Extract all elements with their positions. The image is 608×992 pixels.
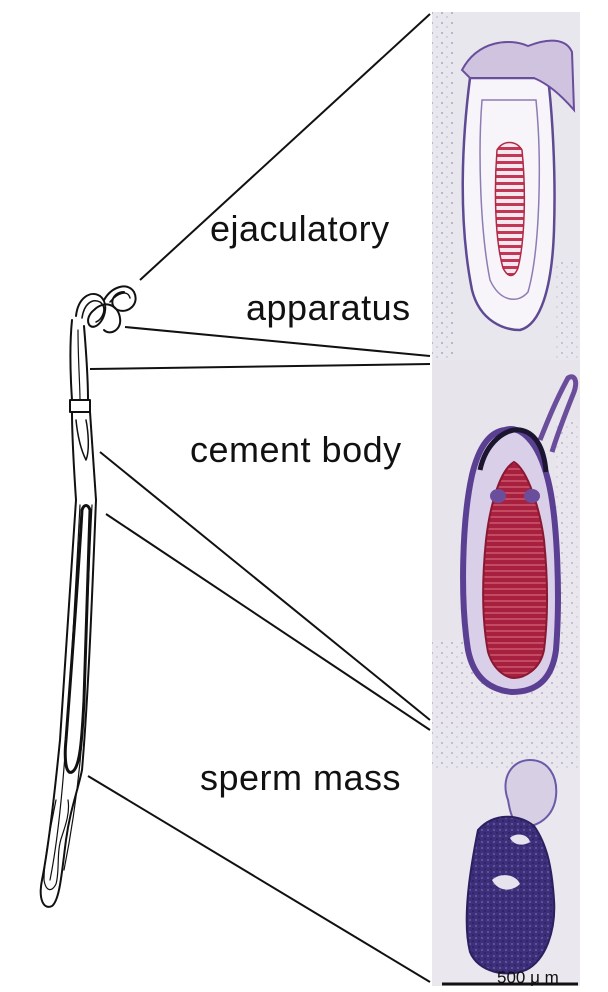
label-ejaculatory: ejaculatory xyxy=(210,208,390,249)
pointer-line-cement-bottom xyxy=(99,451,431,721)
organ-line-drawing xyxy=(39,285,137,908)
label-apparatus: apparatus xyxy=(246,287,411,328)
pointer-line-sperm-top xyxy=(105,513,431,731)
scale-bar-label: 500 μ m xyxy=(497,968,559,987)
label-sperm-mass: sperm mass xyxy=(200,757,402,798)
histology-panel-ejaculatory-apparatus xyxy=(432,12,580,360)
label-cement-body: cement body xyxy=(190,429,402,470)
pointer-line-ejac-top xyxy=(139,13,431,281)
pointer-line-cement-top xyxy=(89,363,431,370)
pointer-line-sperm-bottom xyxy=(87,775,431,983)
pointer-line-ejac-bottom xyxy=(124,326,431,357)
histology-panel-cement-body xyxy=(432,360,580,728)
histology-panel-sperm-mass xyxy=(432,728,580,986)
